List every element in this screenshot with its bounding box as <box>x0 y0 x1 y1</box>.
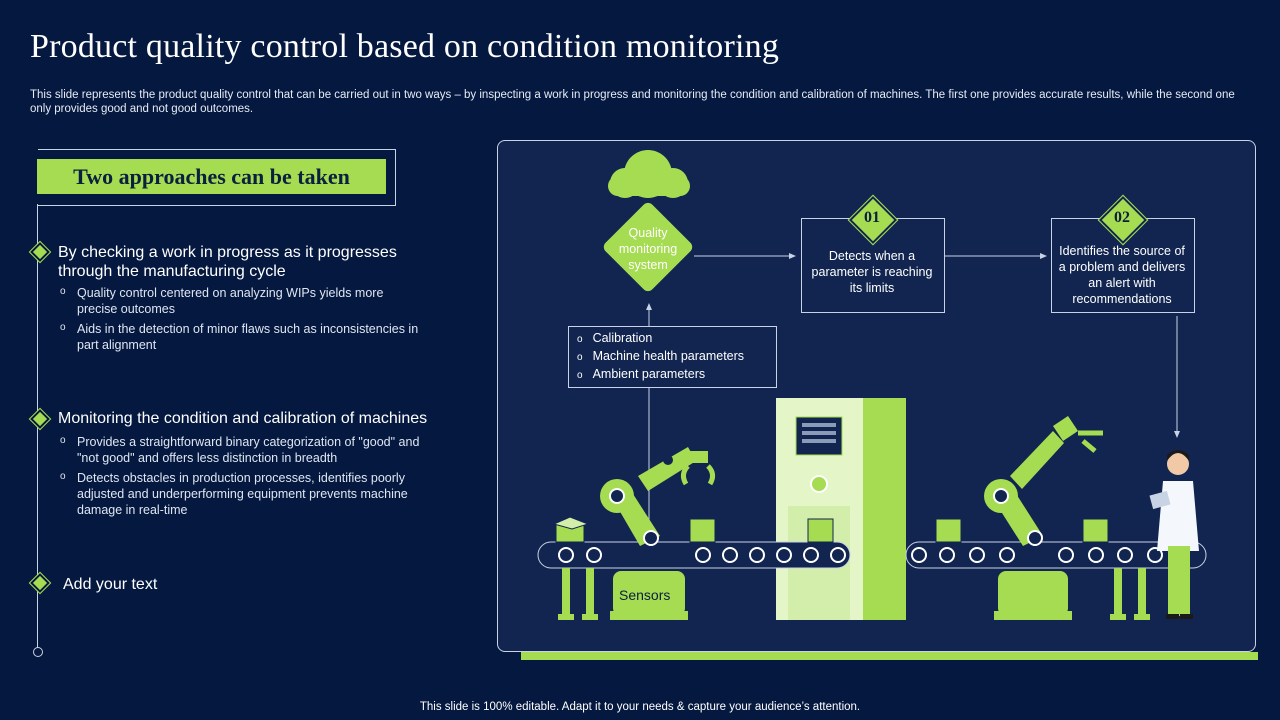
section-2-diamond-icon <box>30 409 50 429</box>
step-2-text: Identifies the source of a problem and d… <box>1058 243 1186 307</box>
step-2-number: 02 <box>1102 208 1142 228</box>
section-2-point-1: Provides a straightforward binary catego… <box>77 434 442 466</box>
section-3-heading: Add your text <box>63 575 363 594</box>
section-1-point-1: Quality control centered on analyzing WI… <box>77 285 427 317</box>
worker-with-tablet-icon <box>1149 450 1199 619</box>
cloud-icon <box>608 150 690 198</box>
section-2-point-2: Detects obstacles in production processe… <box>77 470 432 518</box>
bullet-marker: o <box>60 471 66 482</box>
panel-accent-bar <box>521 652 1258 660</box>
section-1-heading: By checking a work in progress as it pro… <box>58 243 428 281</box>
diagram-panel: Quality monitoring system 01 Detects whe… <box>497 140 1256 652</box>
step-1-number: 01 <box>852 208 892 228</box>
section-1-point-2: Aids in the detection of minor flaws suc… <box>77 321 432 353</box>
slide-description: This slide represents the product qualit… <box>30 88 1245 116</box>
approaches-heading: Two approaches can be taken <box>37 159 386 194</box>
bullet-marker: o <box>577 370 583 381</box>
bullet-marker: o <box>577 334 583 345</box>
bullet-marker: o <box>577 352 583 363</box>
timeline-end-circle <box>33 647 43 657</box>
section-1-diamond-icon <box>30 242 50 262</box>
page-title: Product quality control based on conditi… <box>30 28 779 66</box>
section-2-heading: Monitoring the condition and calibration… <box>58 409 448 428</box>
quality-monitoring-system-label: Quality monitoring system <box>606 225 690 273</box>
bullet-marker: o <box>60 435 66 446</box>
bullet-marker: o <box>60 322 66 333</box>
footer-note: This slide is 100% editable. Adapt it to… <box>0 701 1280 713</box>
bullet-marker: o <box>60 286 66 297</box>
robot-arm-icon <box>984 416 1103 620</box>
step-1-text: Detects when a parameter is reaching its… <box>808 248 936 296</box>
section-3-diamond-icon <box>30 573 50 593</box>
sensors-label: Sensors <box>619 587 670 603</box>
inspection-machine-icon <box>776 398 906 620</box>
